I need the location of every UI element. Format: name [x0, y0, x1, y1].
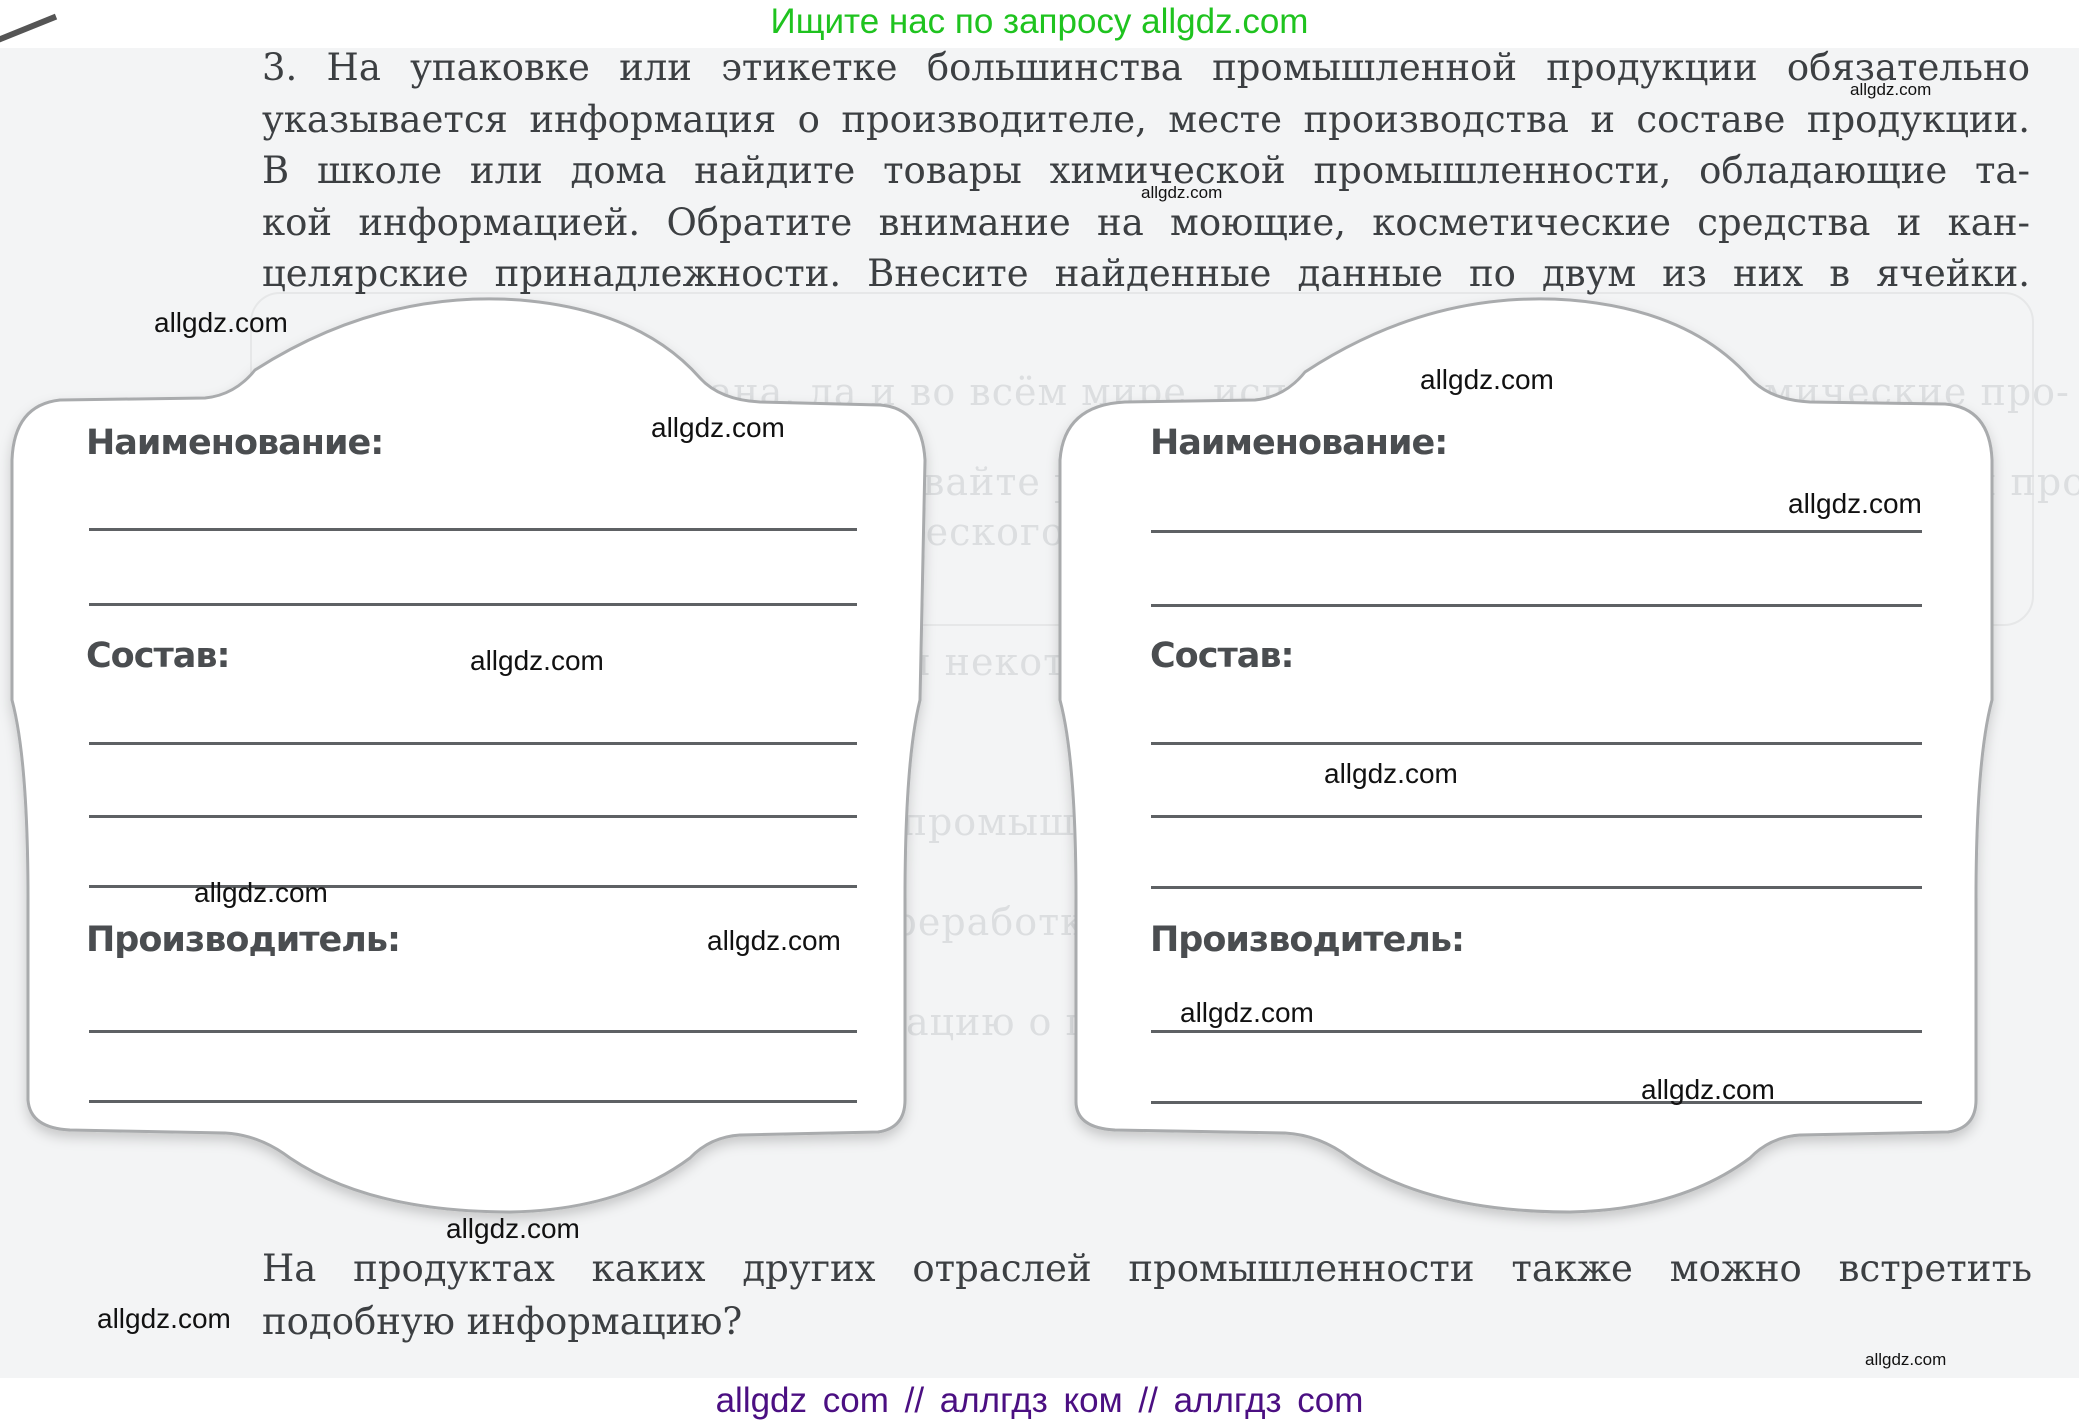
composition-label: Состав: [1150, 636, 1295, 676]
watermark: allgdz.com [1420, 364, 1554, 395]
watermark: allgdz.com [1865, 1350, 1947, 1369]
exercise-line: указывается информация о производителе, … [262, 97, 2030, 141]
question-line: подобную информацию? [262, 1300, 743, 1343]
name-input-line[interactable] [1151, 604, 1922, 607]
name-label: Наименование: [1150, 423, 1448, 463]
exercise-line: кой информацией. Обратите внимание на мо… [262, 200, 2030, 244]
watermark: allgdz.com [1850, 80, 1932, 99]
exercise-line: целярские принадлежности. Внесите найден… [262, 252, 2030, 295]
composition-input-line[interactable] [89, 815, 857, 818]
composition-input-line[interactable] [1151, 815, 1922, 818]
watermark: allgdz.com [707, 925, 841, 956]
name-input-line[interactable] [89, 603, 857, 606]
watermark: allgdz.com [1141, 183, 1223, 202]
exercise-3-text: 3. На упаковке или этикетке большинства … [262, 42, 2030, 300]
watermark: allgdz.com [194, 877, 328, 908]
watermark: allgdz.com [1324, 758, 1458, 789]
watermark: allgdz.com [1641, 1074, 1775, 1105]
manufacturer-label: Производитель: [86, 920, 401, 960]
question-line: На продуктах каких других отраслей промы… [262, 1247, 2032, 1290]
composition-input-line[interactable] [89, 885, 857, 888]
search-banner[interactable]: Ищите нас по запросу allgdz.com [770, 2, 1309, 41]
composition-input-line[interactable] [1151, 886, 1922, 889]
watermark: allgdz.com [154, 307, 288, 338]
watermark: allgdz.com [470, 645, 604, 676]
manufacturer-input-line[interactable] [1151, 1030, 1922, 1033]
watermark: allgdz.com [446, 1213, 580, 1244]
manufacturer-input-line[interactable] [89, 1100, 857, 1103]
name-input-line[interactable] [1151, 530, 1922, 533]
exercise-line: В школе или дома найдите товары химическ… [262, 149, 2030, 192]
watermark: allgdz.com [1788, 488, 1922, 519]
follow-up-question: На продуктах каких других отраслей промы… [262, 1242, 2032, 1348]
left-card-shape [10, 297, 927, 1214]
watermark: allgdz.com [97, 1303, 231, 1334]
manufacturer-label: Производитель: [1150, 920, 1465, 960]
watermark: allgdz.com [1180, 997, 1314, 1028]
name-input-line[interactable] [89, 528, 857, 531]
name-label: Наименование: [86, 423, 384, 463]
composition-input-line[interactable] [89, 742, 857, 745]
exercise-line: 3. На упаковке или этикетке большинства … [262, 46, 2030, 89]
watermark: allgdz.com [651, 412, 785, 443]
footer-watermark-link[interactable]: allgdz com // аллгдз ком // аллгдз com [715, 1381, 1364, 1420]
manufacturer-input-line[interactable] [89, 1030, 857, 1033]
composition-input-line[interactable] [1151, 742, 1922, 745]
manufacturer-input-line[interactable] [1151, 1101, 1922, 1104]
composition-label: Состав: [86, 636, 231, 676]
right-card-shape [1058, 297, 1994, 1214]
